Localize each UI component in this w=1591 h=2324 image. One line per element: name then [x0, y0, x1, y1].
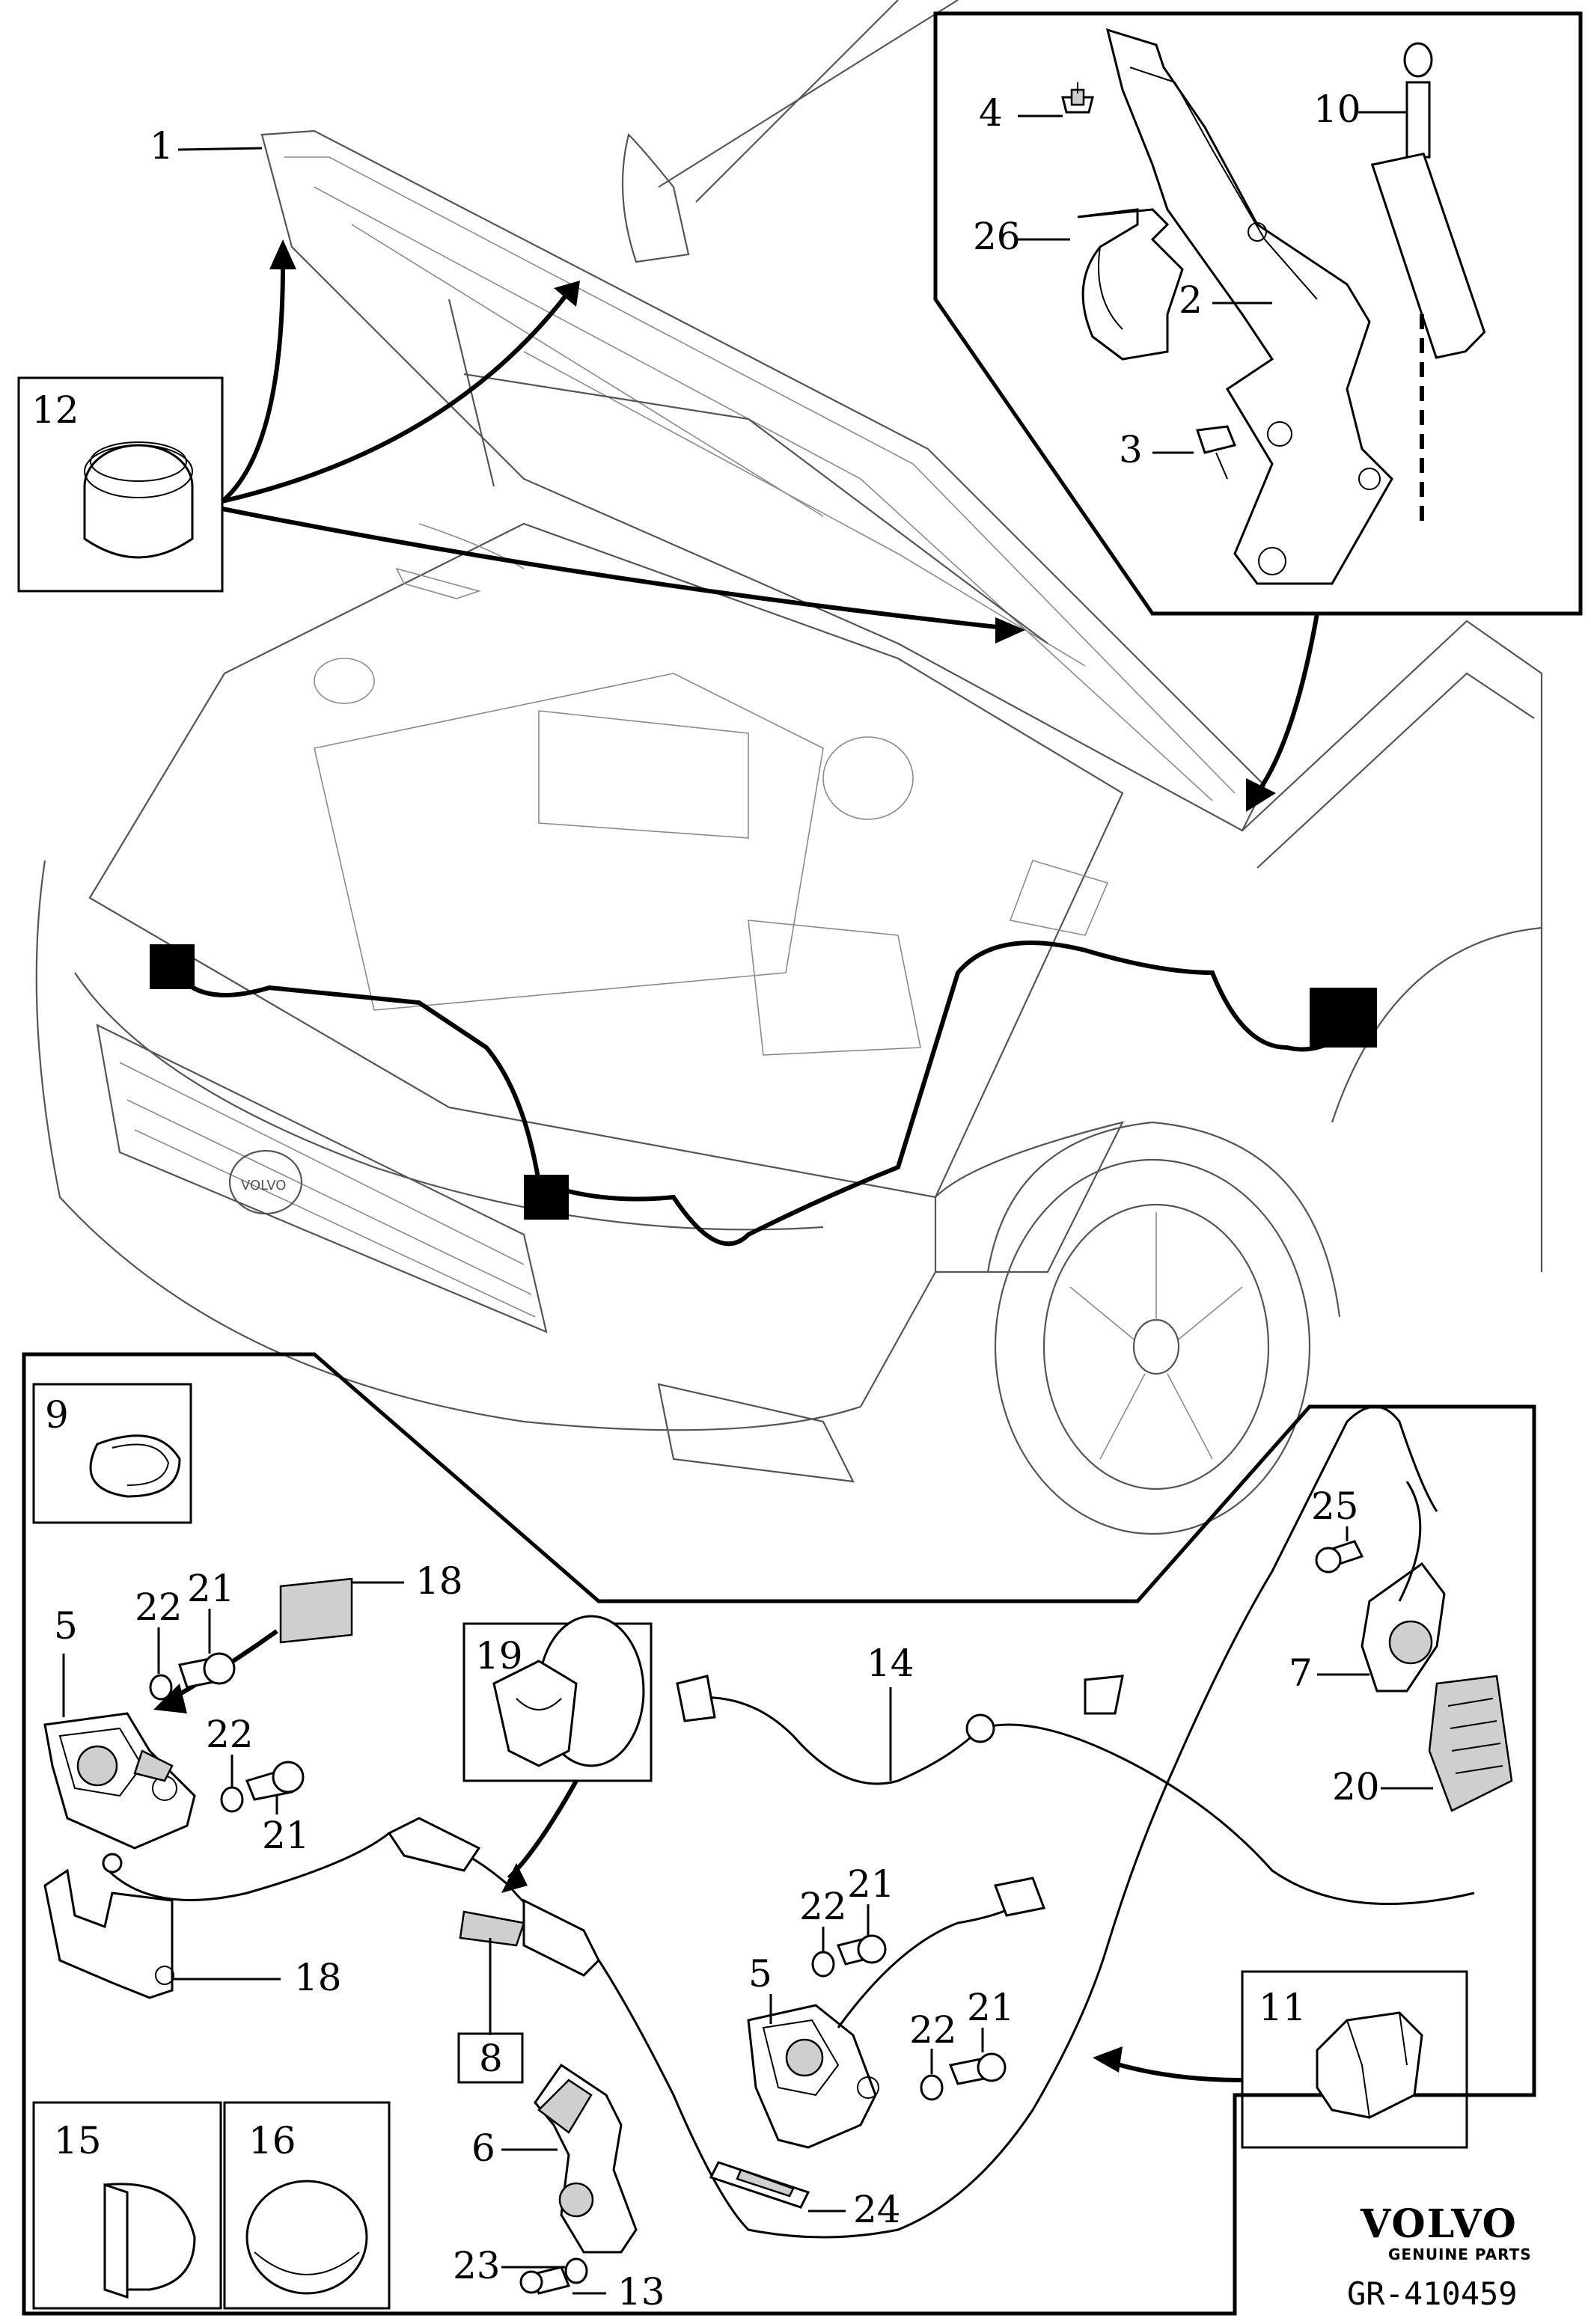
- callout-22d: 22: [909, 2008, 957, 2052]
- callout-21a: 21: [187, 1567, 235, 1610]
- item-16-box: 16: [223, 2101, 391, 2310]
- item-24-plate: 24: [709, 2161, 901, 2231]
- car-illustration: VOLVO: [35, 0, 1543, 1535]
- item-15-box: 15: [32, 2101, 222, 2310]
- brand-block: VOLVO GENUINE PARTS GR-410459: [1347, 2201, 1532, 2312]
- callout-21c: 21: [847, 1862, 895, 1906]
- callout-22c: 22: [799, 1885, 847, 1928]
- callout-25: 25: [1311, 1484, 1359, 1528]
- cable-14: 14: [676, 1642, 1475, 1906]
- callout-19: 19: [475, 1634, 523, 1678]
- callout-26: 26: [973, 215, 1021, 258]
- callout-10: 10: [1313, 88, 1361, 131]
- callout-16: 16: [248, 2119, 296, 2162]
- callout-21b: 21: [262, 1814, 310, 1857]
- hood-lock-left: 5 21 22 22 21: [43, 1567, 310, 1857]
- callout-15: 15: [54, 2119, 102, 2162]
- diagram-reference: GR-410459: [1347, 2275, 1518, 2312]
- callout-24: 24: [853, 2188, 901, 2231]
- item-9-box: 9: [32, 1383, 192, 1524]
- callout-4: 4: [979, 91, 1003, 135]
- item-6-bracket: 6 23 13: [453, 2063, 665, 2314]
- callout-3: 3: [1119, 428, 1143, 471]
- svg-text:VOLVO: VOLVO: [241, 1178, 286, 1193]
- callout-18a: 18: [415, 1559, 463, 1603]
- item-19-box: 19: [462, 1615, 653, 1893]
- callout-18b: 18: [294, 1956, 342, 1999]
- cable-8: 8: [102, 1405, 1438, 2239]
- callout-5a: 5: [54, 1604, 78, 1648]
- callout-9: 9: [45, 1393, 69, 1437]
- release-handle: 25 7 20: [1289, 1481, 1513, 1812]
- hood-callout: 1: [150, 124, 263, 168]
- hinge-detail-box: 4 2 3 26 10: [933, 11, 1583, 812]
- brand-logo: VOLVO: [1360, 2201, 1518, 2247]
- callout-22b: 22: [206, 1713, 254, 1756]
- callout-12: 12: [31, 388, 79, 432]
- callout-13: 13: [617, 2270, 665, 2314]
- brand-subtitle: GENUINE PARTS: [1388, 2245, 1532, 2263]
- callout-14: 14: [867, 1642, 914, 1685]
- callout-20: 20: [1332, 1765, 1380, 1808]
- item-12-box: 12: [17, 239, 1025, 643]
- callout-2: 2: [1179, 278, 1203, 322]
- callout-8: 8: [479, 2037, 503, 2080]
- hood-lock-right: 21 22 5 21 22: [747, 1862, 1046, 2149]
- callout-7: 7: [1289, 1651, 1313, 1695]
- callout-23: 23: [453, 2244, 501, 2287]
- callout-1: 1: [150, 124, 174, 168]
- callout-6: 6: [471, 2126, 495, 2170]
- item-11-box: 11: [1093, 1970, 1468, 2149]
- callout-22a: 22: [135, 1585, 183, 1629]
- bracket-18: 18: [43, 1868, 342, 1999]
- wiring-harness: [150, 941, 1377, 1247]
- callout-11: 11: [1259, 1986, 1307, 2029]
- callout-5b: 5: [748, 1952, 772, 1996]
- lock-detail-box: [22, 1352, 1536, 2316]
- callout-21d: 21: [967, 1986, 1015, 2029]
